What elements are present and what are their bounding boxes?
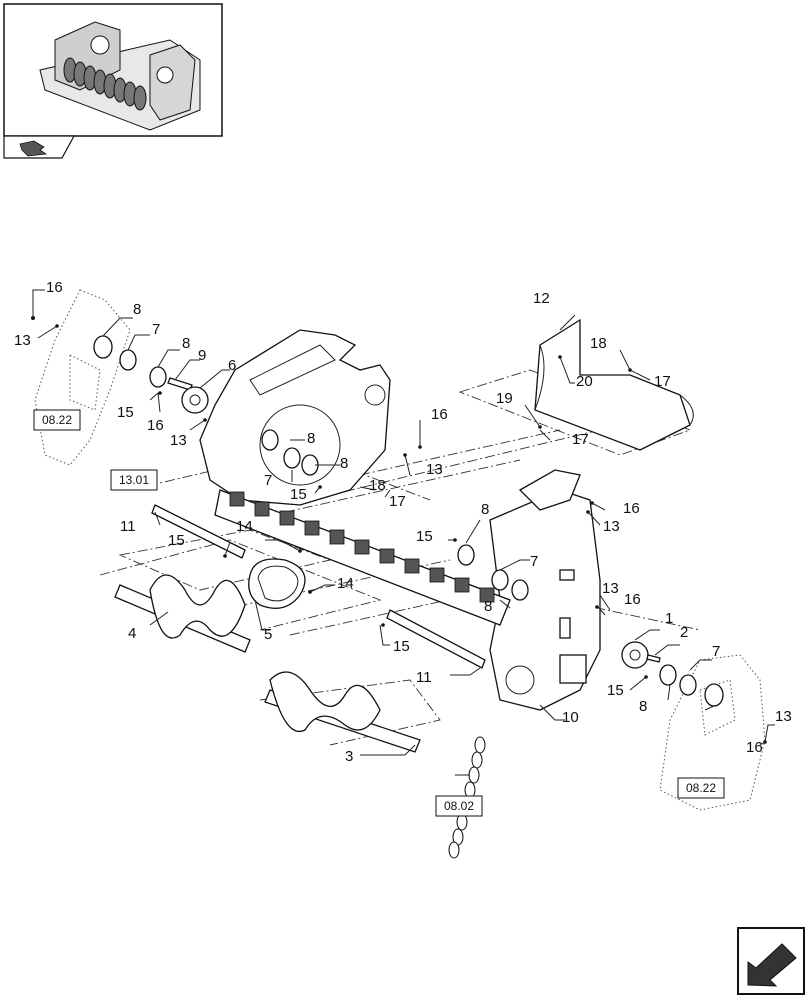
callout-4: 4: [128, 625, 136, 642]
callout-6: 6: [228, 357, 236, 374]
side-bar-right: [386, 609, 486, 669]
right-frame-bearings: [457, 544, 529, 601]
callout-16: 16: [147, 417, 164, 434]
left-cover: [34, 289, 131, 466]
callout-17: 17: [389, 493, 406, 510]
left-frame-bearings: [261, 429, 319, 476]
side-bar-left: [151, 504, 246, 559]
left-side-frame: [199, 329, 391, 506]
callout-16: 16: [46, 279, 63, 296]
callout-15: 15: [393, 638, 410, 655]
callout-16: 16: [431, 406, 448, 423]
rear-pan: [534, 318, 694, 451]
callout-8: 8: [182, 335, 190, 352]
belt: [248, 558, 306, 609]
reference-box-08-02[interactable]: 08.02: [435, 795, 483, 817]
reference-box-13-01[interactable]: 13.01: [110, 469, 158, 491]
callout-17: 17: [572, 431, 589, 448]
callout-5: 5: [264, 626, 272, 643]
callout-10: 10: [562, 709, 579, 726]
drive-chain: [448, 736, 486, 859]
chain-conveyor: [214, 489, 511, 626]
callouts: 16 13 8 7 8 9 6 15 16 13 8 7 8 15 16 13 …: [14, 279, 792, 765]
callout-8: 8: [484, 598, 492, 615]
callout-20: 20: [576, 373, 593, 390]
callout-15: 15: [168, 532, 185, 549]
right-bearing-stack: [621, 641, 724, 707]
nav-tab[interactable]: [3, 135, 76, 159]
leader-lines: [32, 289, 775, 776]
reference-label: 08.22: [686, 781, 716, 795]
callout-14: 14: [236, 518, 253, 535]
right-cover: [659, 654, 766, 811]
callout-13: 13: [602, 580, 619, 597]
callout-2: 2: [680, 624, 688, 641]
callout-19: 19: [496, 390, 513, 407]
callout-13: 13: [603, 518, 620, 535]
callout-18: 18: [369, 477, 386, 494]
callout-8: 8: [307, 430, 315, 447]
callout-13: 13: [170, 432, 187, 449]
callout-8: 8: [133, 301, 141, 318]
right-side-frame: [489, 469, 601, 711]
reference-label: 08.22: [42, 413, 72, 427]
callout-16: 16: [623, 500, 640, 517]
callout-14: 14: [337, 575, 354, 592]
auger-lower: [264, 671, 421, 753]
auger-upper: [114, 574, 251, 653]
callout-1: 1: [665, 610, 673, 627]
callout-7: 7: [530, 553, 538, 570]
callout-16: 16: [746, 739, 763, 756]
callout-18: 18: [590, 335, 607, 352]
view-arrow-icon: [19, 140, 48, 157]
callout-17: 17: [654, 373, 671, 390]
callout-8: 8: [340, 455, 348, 472]
reference-box-08-22-right[interactable]: 08.22: [677, 777, 725, 799]
reference-box-08-22-left[interactable]: 08.22: [33, 409, 81, 431]
callout-15: 15: [290, 486, 307, 503]
callout-13: 13: [14, 332, 31, 349]
callout-13: 13: [775, 708, 792, 725]
callout-15: 15: [607, 682, 624, 699]
callout-12: 12: [533, 290, 550, 307]
callout-11: 11: [416, 669, 432, 686]
reference-label: 13.01: [119, 473, 149, 487]
callout-7: 7: [264, 472, 272, 489]
callout-16: 16: [624, 591, 641, 608]
callout-15: 15: [416, 528, 433, 545]
callout-15: 15: [117, 404, 134, 421]
callout-11: 11: [120, 518, 136, 535]
callout-13: 13: [426, 461, 443, 478]
callout-7: 7: [712, 643, 720, 660]
callout-3: 3: [345, 748, 353, 765]
next-page-button[interactable]: [737, 927, 805, 995]
reference-label: 08.02: [444, 799, 474, 813]
callout-9: 9: [198, 347, 206, 364]
left-bearing-stack: [93, 335, 209, 414]
callout-7: 7: [152, 321, 160, 338]
arrow-icon: [747, 943, 797, 987]
callout-8: 8: [481, 501, 489, 518]
callout-8: 8: [639, 698, 647, 715]
overview-thumbnail[interactable]: [3, 3, 223, 137]
